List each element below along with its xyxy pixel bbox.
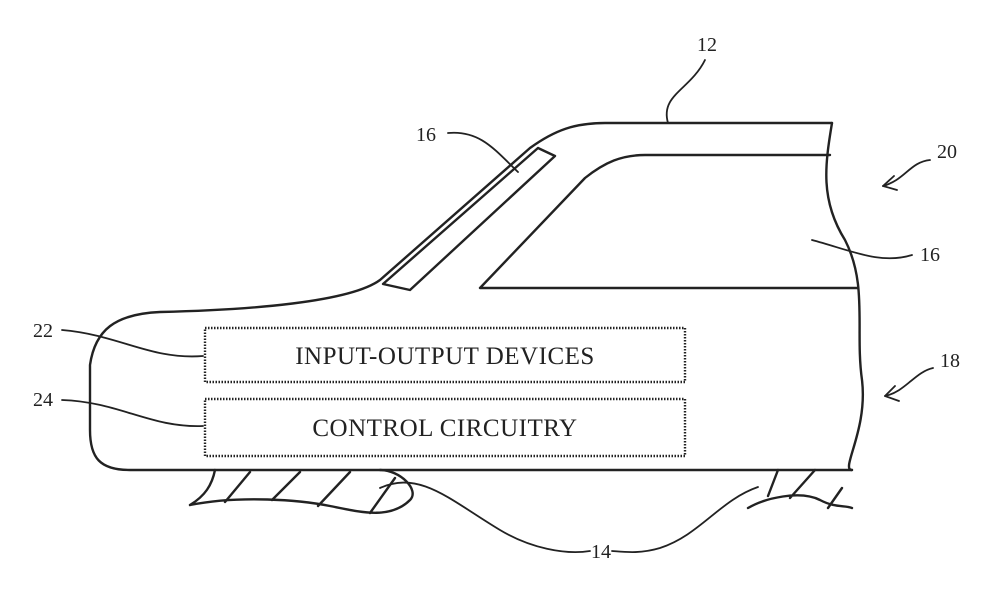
arrowhead-20	[882, 175, 898, 191]
arrowhead-18	[884, 385, 900, 402]
windshield	[381, 146, 557, 292]
leader-12	[665, 59, 706, 124]
ref-16-side: 16	[920, 244, 940, 266]
road-right-wave	[746, 468, 854, 510]
leader-14-right	[611, 486, 759, 554]
ref-14: 14	[591, 541, 611, 563]
leader-18	[884, 367, 934, 397]
input-output-devices-block: INPUT-OUTPUT DEVICES	[203, 326, 687, 384]
leader-16-top	[447, 131, 519, 173]
road-hatch	[223, 470, 397, 515]
control-circuitry-label: CONTROL CIRCUITRY	[312, 415, 577, 442]
vehicle-body	[88, 121, 865, 472]
ref-22: 22	[33, 320, 53, 342]
control-circuitry-block: CONTROL CIRCUITRY	[203, 397, 687, 458]
break-line	[825, 121, 865, 472]
road-left-top	[188, 468, 217, 507]
side-window	[478, 153, 860, 290]
leader-24	[61, 399, 204, 427]
ref-24: 24	[33, 389, 53, 411]
leader-22	[61, 329, 204, 358]
ref-18: 18	[940, 350, 960, 372]
leader-20	[882, 159, 931, 187]
road-surface	[188, 468, 854, 515]
ref-16-top: 16	[416, 124, 436, 146]
ref-12: 12	[697, 34, 717, 56]
ref-20: 20	[937, 141, 957, 163]
reference-numerals: 12 16 16 20 18 22 24 14	[33, 34, 960, 563]
leader-14-left	[379, 481, 591, 553]
road-left-wave	[188, 468, 414, 514]
vehicle-outline	[88, 121, 854, 472]
input-output-devices-label: INPUT-OUTPUT DEVICES	[295, 343, 595, 370]
leader-lines	[61, 59, 934, 554]
leader-16-side	[811, 239, 913, 260]
